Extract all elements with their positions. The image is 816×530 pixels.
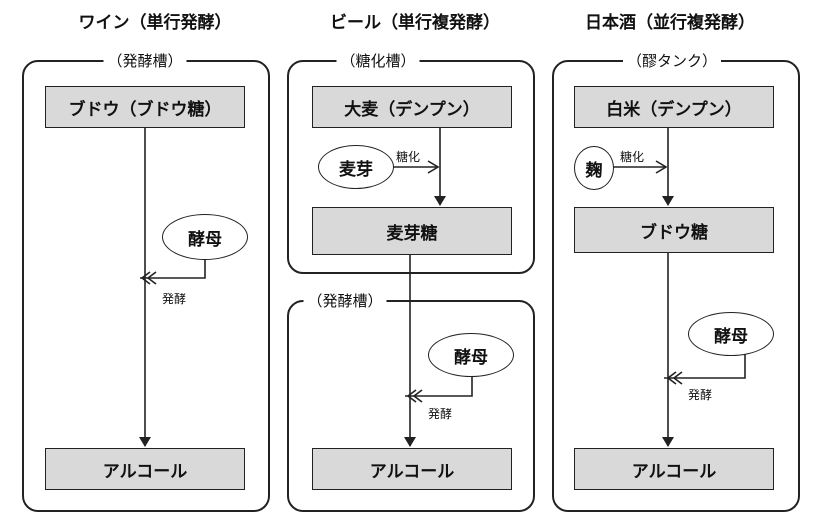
beer-tank1-label: （糖化槽） (336, 50, 420, 71)
beer-barley-box: 大麦（デンプン） (312, 86, 512, 128)
wine-yeast-chevron (140, 271, 151, 285)
wine-title: ワイン（単行発酵） (78, 13, 232, 33)
wine-yeast-oval: 酵母 (162, 214, 248, 260)
wine-grape-box: ブドウ（ブドウ糖） (45, 86, 245, 128)
beer-malt-oval: 麦芽 (318, 145, 394, 189)
beer-fermentation-tank (287, 300, 535, 512)
sake-tank-label: （醪タンク） (622, 50, 722, 71)
sake-title: 日本酒（並行複発酵） (585, 13, 755, 33)
sake-rice-box: 白米（デンプン） (574, 86, 774, 128)
beer-maltose-box: 麦芽糖 (312, 207, 512, 255)
beer-alcohol-box: アルコール (312, 448, 512, 490)
sake-glucose-box: ブドウ糖 (574, 207, 774, 253)
beer-saccharify-label: 糖化 (396, 150, 421, 164)
beer-yeast-oval: 酵母 (428, 333, 514, 377)
sake-yeast-connector (664, 352, 746, 379)
sake-alcohol-box: アルコール (574, 448, 774, 490)
beer-tank2-label: （発酵槽） (303, 290, 387, 311)
beer-yeast-connector (405, 373, 473, 397)
wine-fermentation-label: 発酵 (162, 292, 187, 306)
sake-fermentation-label: 発酵 (688, 388, 713, 402)
wine-alcohol-box: アルコール (45, 448, 245, 490)
sake-yeast-oval: 酵母 (688, 312, 774, 356)
beer-title: ビール（単行複発酵） (330, 13, 500, 33)
sake-koji-oval: 麹 (574, 146, 614, 190)
beer-fermentation-label: 発酵 (428, 407, 453, 421)
wine-tank-label: （発酵槽） (103, 50, 187, 71)
wine-yeast-connector (140, 258, 206, 279)
sake-saccharify-label: 糖化 (620, 150, 645, 164)
